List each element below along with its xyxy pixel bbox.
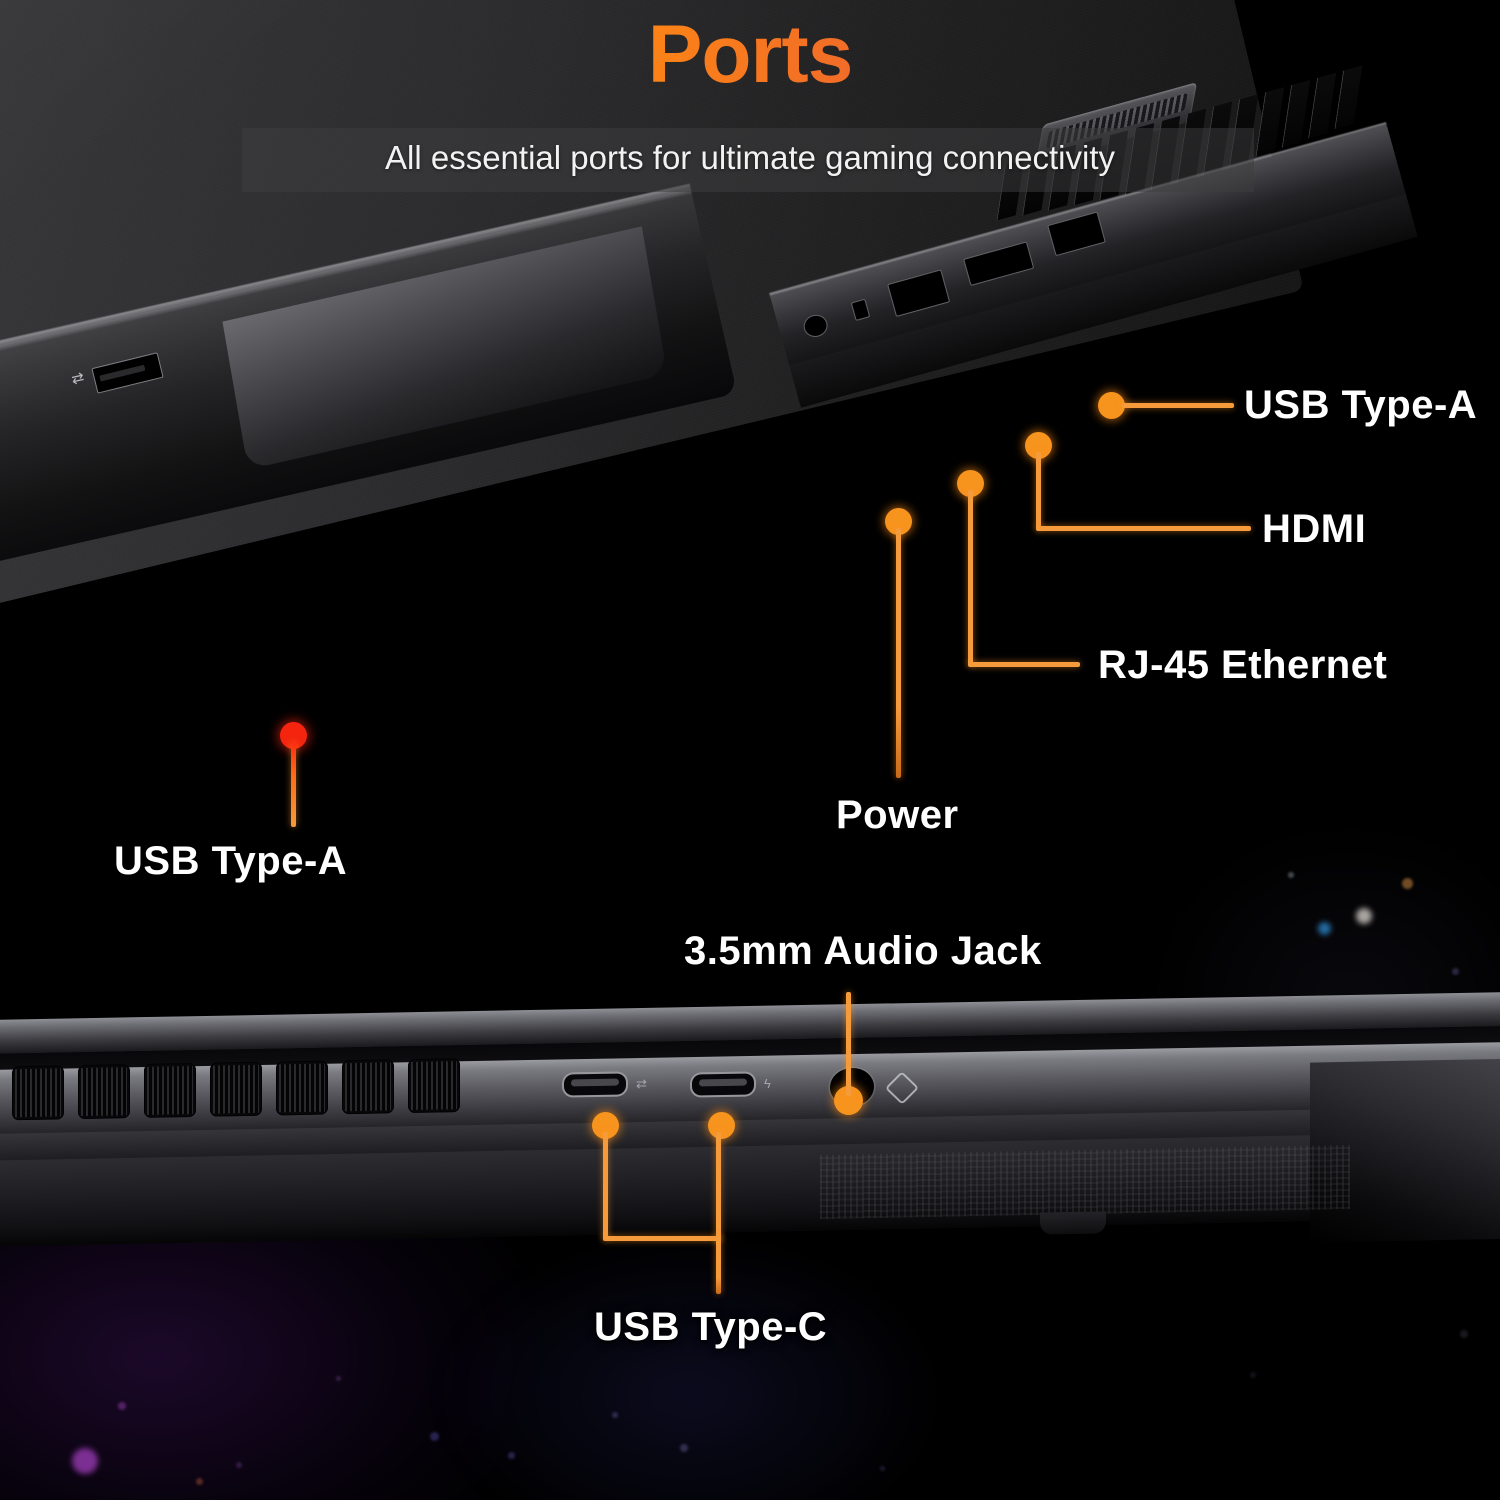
bokeh-particle — [118, 1402, 126, 1410]
callout-line-audio-jack — [846, 992, 851, 1096]
vent-grille — [408, 1058, 460, 1114]
bokeh-particle — [680, 1444, 688, 1452]
callout-line-usb-c-branch-1 — [603, 1132, 608, 1240]
callout-line-usb-c-stem — [716, 1236, 721, 1294]
laptop-top-open: ⇄ — [0, 0, 1500, 730]
bokeh-particle — [1250, 1372, 1256, 1378]
callout-line-rj45-v — [968, 490, 973, 666]
callout-line-usb-a-right — [1122, 403, 1234, 408]
bokeh-particle — [1452, 968, 1459, 975]
callout-line-usb-c-branch-2 — [716, 1132, 721, 1240]
bokeh-particle — [1356, 908, 1372, 924]
bokeh-particle — [336, 1376, 341, 1381]
usb-a-port-rear-small — [850, 298, 871, 321]
rubber-foot — [1040, 1211, 1106, 1235]
vent-grille — [210, 1061, 262, 1117]
callout-line-power — [896, 528, 901, 778]
usb-c-marking-2: ϟ — [764, 1076, 771, 1091]
hdmi-port — [963, 241, 1035, 287]
bokeh-particle — [508, 1452, 515, 1459]
callout-dot-usb-c-2[interactable] — [708, 1112, 735, 1139]
vent-grille — [276, 1060, 328, 1116]
callout-dot-usb-a-right[interactable] — [1098, 392, 1125, 419]
callout-line-rj45-h — [968, 662, 1080, 667]
callout-label-usb-c: USB Type-C — [594, 1305, 828, 1349]
callout-label-rj45: RJ-45 Ethernet — [1098, 643, 1388, 687]
callout-label-hdmi: HDMI — [1262, 507, 1367, 551]
bokeh-particle — [612, 1412, 618, 1418]
usb-a-port-rear — [1047, 211, 1106, 257]
bottom-vent-grilles — [12, 1058, 482, 1121]
callout-line-hdmi-v — [1036, 452, 1041, 530]
vent-grille — [342, 1059, 394, 1115]
bokeh-particle — [1460, 1330, 1468, 1338]
laptop-bottom-closed: ⇄ ϟ — [0, 990, 1500, 1270]
usb-c-port-1 — [562, 1071, 628, 1098]
callout-label-audio-jack: 3.5mm Audio Jack — [684, 929, 1042, 973]
bokeh-particle — [880, 1466, 885, 1471]
callout-label-usb-a-left: USB Type-A — [114, 839, 348, 883]
vent-grille — [78, 1064, 130, 1120]
usb-c-marking-1: ⇄ — [636, 1076, 647, 1091]
bokeh-particle — [430, 1432, 439, 1441]
usb-c-port-2 — [690, 1071, 756, 1098]
page-subtitle: All essential ports for ultimate gaming … — [385, 139, 1115, 176]
vent-grille — [144, 1062, 196, 1118]
callout-line-usb-a-left — [291, 742, 296, 827]
usb-a-port-left — [91, 352, 164, 394]
callout-label-power: Power — [836, 793, 959, 837]
page-title: Ports — [0, 8, 1500, 102]
callout-label-usb-a-right: USB Type-A — [1244, 383, 1478, 427]
nebula-glow-blue — [430, 1230, 950, 1500]
speaker-mesh — [820, 1144, 1350, 1220]
bokeh-particle — [1288, 872, 1294, 878]
rj45-port — [887, 269, 951, 318]
bokeh-particle — [236, 1462, 242, 1468]
bokeh-particle — [72, 1448, 98, 1474]
power-port — [801, 312, 831, 340]
subtitle-band — [242, 128, 1254, 192]
vent-grille — [12, 1065, 64, 1121]
callout-line-hdmi-h — [1036, 526, 1251, 531]
callout-line-usb-c-join — [603, 1236, 721, 1241]
bokeh-particle — [1318, 922, 1331, 935]
bokeh-particle — [1402, 878, 1413, 889]
bokeh-particle — [196, 1478, 203, 1485]
